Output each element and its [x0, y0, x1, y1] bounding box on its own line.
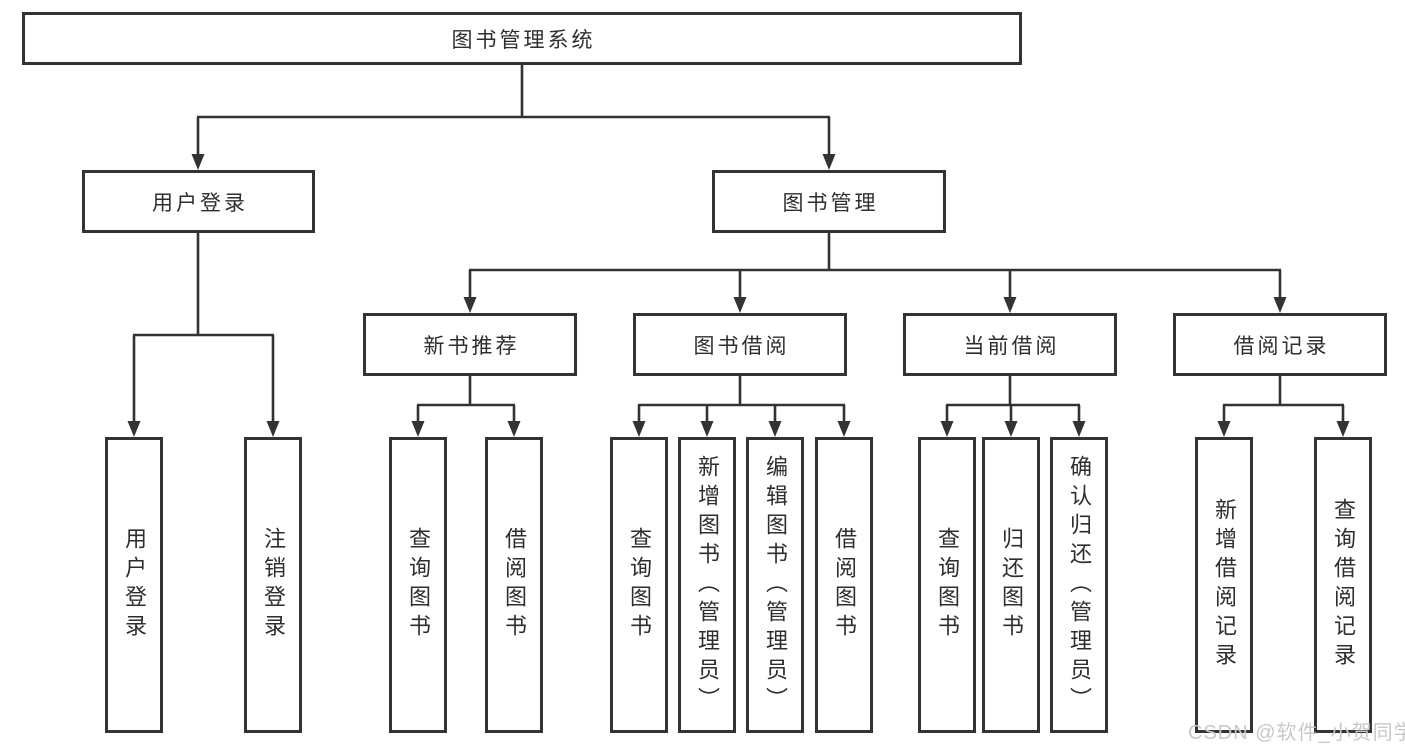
arrowhead-c4 — [837, 421, 851, 437]
arrowhead-book-mgmt — [822, 154, 836, 170]
arrowhead-l2a — [463, 297, 477, 313]
leaf-label: 用户登录 — [122, 527, 147, 643]
leaf-borrow-edit-books-admin: 编辑图书（管理员） — [746, 437, 804, 733]
leaf-newbooks-query-books: 查询图书 — [389, 437, 447, 733]
leaf-label: 注销登录 — [261, 527, 286, 643]
leaf-label: 编辑图书（管理员） — [763, 454, 788, 716]
arrowhead-d3 — [1072, 421, 1086, 437]
arrowheads — [127, 154, 1350, 437]
arrowhead-l2c — [1003, 297, 1017, 313]
arrowhead-e2 — [1336, 421, 1350, 437]
leaf-newbooks-borrow-books: 借阅图书 — [485, 437, 543, 733]
leaf-label: 借阅图书 — [832, 527, 857, 643]
leaf-current-return-books: 归还图书 — [982, 437, 1040, 733]
csdn-watermark: CSDN @软件_小贺同学 — [1188, 722, 1405, 744]
arrowhead-e1 — [1217, 421, 1231, 437]
leaf-label: 借阅图书 — [502, 527, 527, 643]
leaf-borrow-borrow-books: 借阅图书 — [815, 437, 873, 733]
leaf-label: 查询图书 — [627, 527, 652, 643]
leaf-current-confirm-return-admin: 确认归还（管理员） — [1050, 437, 1108, 733]
leaf-label: 查询图书 — [935, 527, 960, 643]
leaf-current-query-books: 查询图书 — [918, 437, 976, 733]
arrowhead-b1 — [411, 421, 425, 437]
arrowhead-l2d — [1273, 297, 1287, 313]
leaf-user-login: 用户登录 — [105, 437, 163, 733]
leaf-label: 归还图书 — [999, 527, 1024, 643]
leaf-records-add-record: 新增借阅记录 — [1195, 437, 1253, 733]
node-book-management: 图书管理 — [712, 170, 946, 233]
leaf-label: 新增图书（管理员） — [695, 454, 720, 716]
leaf-logout: 注销登录 — [244, 437, 302, 733]
node-library-system-root: 图书管理系统 — [22, 12, 1022, 65]
node-current-borrow: 当前借阅 — [903, 313, 1117, 376]
arrowhead-d2 — [1004, 421, 1018, 437]
leaf-label: 查询图书 — [406, 527, 431, 643]
leaf-borrow-add-books-admin: 新增图书（管理员） — [678, 437, 736, 733]
leaf-label: 查询借阅记录 — [1331, 498, 1356, 672]
arrowhead-b2 — [507, 421, 521, 437]
leaf-label: 确认归还（管理员） — [1067, 454, 1092, 716]
arrowhead-c2 — [700, 421, 714, 437]
node-borrow-records: 借阅记录 — [1173, 313, 1387, 376]
node-book-borrow: 图书借阅 — [633, 313, 847, 376]
arrowhead-l2b — [733, 297, 747, 313]
leaf-borrow-query-books: 查询图书 — [610, 437, 668, 733]
leaf-records-query-record: 查询借阅记录 — [1314, 437, 1372, 733]
arrowhead-c3 — [768, 421, 782, 437]
node-user-login: 用户登录 — [82, 170, 315, 233]
node-new-book-recommend: 新书推荐 — [363, 313, 577, 376]
arrowhead-d1 — [940, 421, 954, 437]
arrowhead-a2 — [266, 421, 280, 437]
leaf-label: 新增借阅记录 — [1212, 498, 1237, 672]
arrowhead-user-login — [191, 154, 205, 170]
arrowhead-c1 — [632, 421, 646, 437]
arrowhead-a1 — [127, 421, 141, 437]
